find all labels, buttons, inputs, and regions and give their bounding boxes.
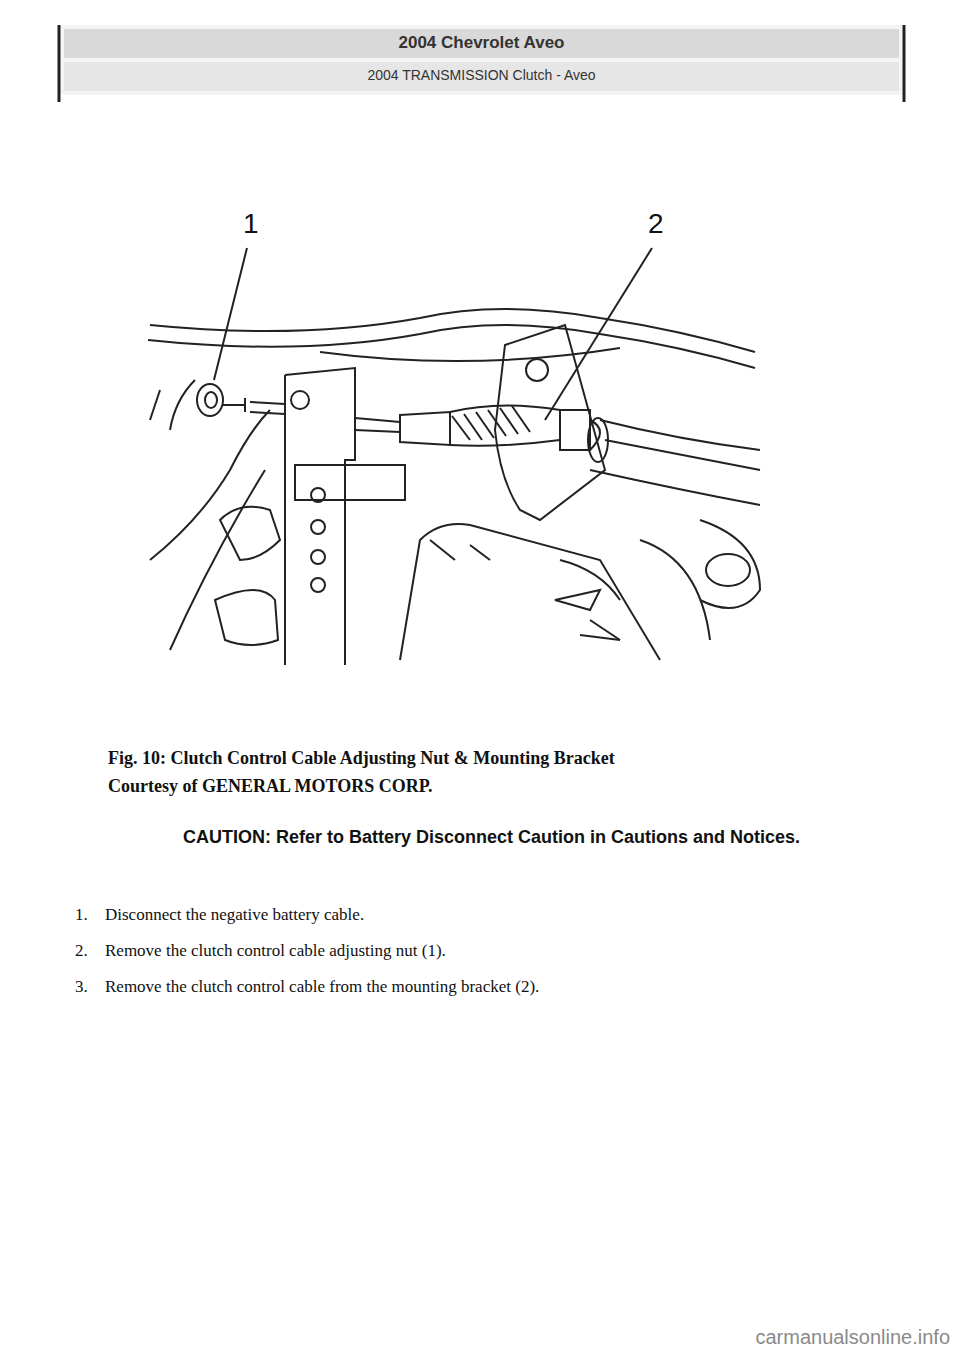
step-number: 2. [75, 941, 103, 961]
header-bar [64, 62, 899, 91]
header-rule [58, 25, 61, 102]
step-number: 1. [75, 905, 103, 925]
leader-line [545, 248, 652, 420]
caution-note: CAUTION: Refer to Battery Disconnect Cau… [183, 824, 960, 850]
step-text: Disconnect the negative battery cable. [105, 905, 885, 925]
callout-number: 2 [648, 208, 678, 240]
header-rule [903, 25, 906, 102]
callout-number: 1 [243, 208, 273, 240]
figure-caption: Fig. 10: Clutch Control Cable Adjusting … [108, 748, 888, 769]
header-bar [64, 29, 899, 58]
figure-credit: Courtesy of GENERAL MOTORS CORP. [108, 776, 888, 797]
clutch-cable-drawing [148, 309, 760, 665]
header-panel [58, 25, 905, 95]
step-number: 3. [75, 977, 103, 997]
section-title: 2004 TRANSMISSION Clutch - Aveo [64, 67, 899, 83]
page-title: 2004 Chevrolet Aveo [64, 33, 899, 53]
watermark: carmanualsonline.info [600, 1326, 950, 1349]
step-text: Remove the clutch control cable from the… [105, 977, 885, 997]
step-text: Remove the clutch control cable adjustin… [105, 941, 885, 961]
leader-line [214, 248, 247, 380]
